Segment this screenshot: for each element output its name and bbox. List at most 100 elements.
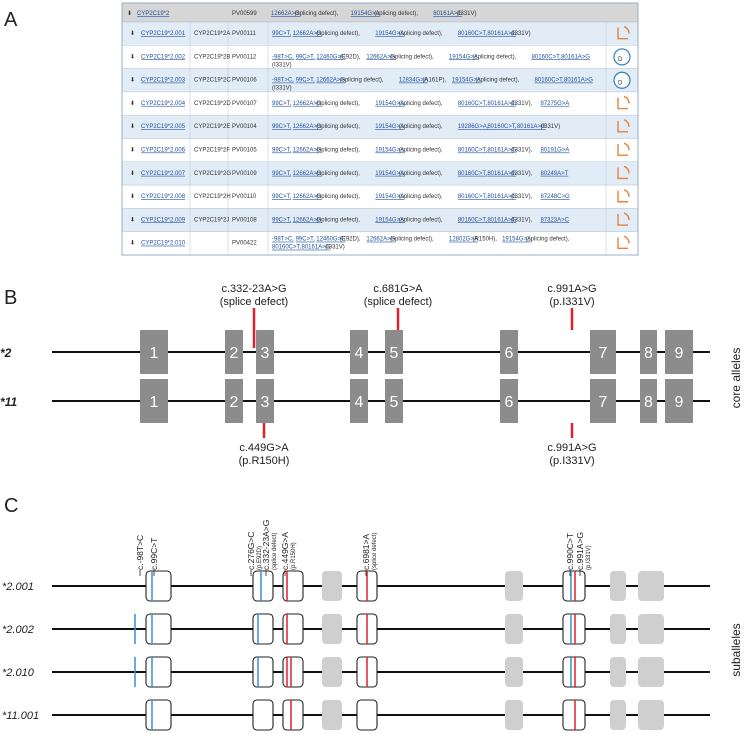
- variant-text[interactable]: 12834G>A: [399, 78, 428, 84]
- allele-link[interactable]: CYP2C19*2.001: [141, 31, 186, 37]
- variant-text: (splicing defect),: [526, 237, 570, 243]
- variant-text[interactable]: 80160C>T,: [535, 78, 565, 84]
- download-icon[interactable]: ⬇: [130, 216, 135, 223]
- variant-text[interactable]: 99C>T,: [296, 237, 316, 243]
- variant-text[interactable]: 19154G>A: [375, 31, 404, 37]
- variant-text[interactable]: 80161A>G: [561, 54, 590, 60]
- variant-text[interactable]: 12662A>G: [293, 31, 322, 37]
- variant-text[interactable]: 99C>T,: [272, 148, 292, 154]
- variant-text[interactable]: 12662A>G: [293, 101, 322, 107]
- allele-link[interactable]: CYP2C19*2.004: [141, 101, 186, 107]
- variant-text[interactable]: 19154G>A: [449, 54, 478, 60]
- variant-text[interactable]: 80160C>T,: [458, 31, 488, 37]
- variant-text[interactable]: 80160C>T,: [458, 194, 488, 200]
- exon-box: [322, 614, 342, 644]
- allele-link[interactable]: CYP2C19*2.005: [141, 124, 186, 130]
- allele-link[interactable]: CYP2C19*2.009: [141, 217, 186, 223]
- variant-text[interactable]: 87248C>G: [540, 194, 570, 200]
- variant-text[interactable]: 19154G>A: [375, 148, 404, 154]
- variant-text[interactable]: 99C>T,: [272, 171, 292, 177]
- variant-text[interactable]: 12662A>G: [293, 217, 322, 223]
- variant-text[interactable]: 80160C>T,: [272, 245, 302, 251]
- variant-text[interactable]: 80160C>T,: [487, 124, 517, 130]
- variant-text[interactable]: 80161A>G: [487, 194, 516, 200]
- variant-text[interactable]: 99C>T,: [272, 31, 292, 37]
- download-icon[interactable]: ⬇: [130, 100, 135, 107]
- download-icon[interactable]: ⬇: [130, 240, 135, 247]
- variant-text[interactable]: 99C>T,: [272, 194, 292, 200]
- header-variant[interactable]: 19154G>A: [351, 11, 380, 17]
- variant-text[interactable]: 19154G>A: [375, 101, 404, 107]
- variant-text[interactable]: 12662A>G: [293, 148, 322, 154]
- variant-text[interactable]: 80191G>A: [540, 148, 569, 154]
- variant-text[interactable]: 12662A>G: [293, 194, 322, 200]
- variant-text[interactable]: 19154G>A: [375, 194, 404, 200]
- variant-text[interactable]: 12460G>C: [316, 237, 346, 243]
- allele-label: *11: [0, 395, 17, 409]
- download-icon[interactable]: ⬇: [130, 147, 135, 154]
- variant-text[interactable]: 19154G>A: [452, 78, 481, 84]
- exon-box: [610, 571, 626, 601]
- variant-text[interactable]: 80161A>G: [517, 124, 546, 130]
- exon-box: [356, 699, 378, 731]
- variant-text: (splicing defect),: [399, 217, 443, 223]
- header-variant[interactable]: 12662A>G: [271, 11, 300, 17]
- allele-link[interactable]: CYP2C19*2.010: [141, 241, 186, 247]
- variant-text[interactable]: 80160C>T,: [458, 217, 488, 223]
- allele-link[interactable]: CYP2C19*2.003: [141, 78, 186, 84]
- variant-text[interactable]: 12802G>A: [449, 237, 478, 243]
- variant-text[interactable]: 87275G>A: [540, 101, 569, 107]
- variant-text[interactable]: 99C>T,: [272, 124, 292, 130]
- allele-link[interactable]: CYP2C19*2.002: [141, 54, 186, 60]
- variant-text[interactable]: -98T>C,: [272, 54, 294, 60]
- variant-text[interactable]: 12662A>G: [366, 54, 395, 60]
- variant-text[interactable]: 12662A>G: [293, 124, 322, 130]
- variant-text[interactable]: 80161A>G: [487, 101, 516, 107]
- variant-text[interactable]: 80160C>T,: [458, 148, 488, 154]
- variant-text[interactable]: 12662A>G: [316, 78, 345, 84]
- allele-link[interactable]: CYP2C19*2.008: [141, 194, 186, 200]
- download-icon[interactable]: ⬇: [130, 123, 135, 130]
- exon-box: [505, 700, 523, 730]
- variant-text[interactable]: -98T>C,: [272, 237, 294, 243]
- variant-text[interactable]: 99C>T,: [296, 78, 316, 84]
- variant-text[interactable]: 80160C>T,: [458, 171, 488, 177]
- download-icon[interactable]: ⬇: [130, 53, 135, 60]
- variant-text[interactable]: 80161A>G: [564, 78, 593, 84]
- variant-text[interactable]: 19154G>A: [375, 171, 404, 177]
- variant-text[interactable]: 12460G>C: [316, 54, 346, 60]
- allele-link[interactable]: CYP2C19*2.007: [141, 171, 186, 177]
- variant-text[interactable]: 80161A>G: [487, 148, 516, 154]
- variant-text[interactable]: 80160C>T,: [532, 54, 562, 60]
- download-icon[interactable]: ⬇: [130, 30, 135, 37]
- variant-text[interactable]: 99C>T,: [272, 101, 292, 107]
- variant-text[interactable]: 12662A>G: [366, 237, 395, 243]
- download-icon[interactable]: ⬇: [130, 77, 135, 84]
- variant-text[interactable]: 80161A>G: [487, 217, 516, 223]
- variant-text[interactable]: 99C>T,: [296, 54, 316, 60]
- variant-text[interactable]: 19154G>A: [375, 217, 404, 223]
- download-icon[interactable]: ⬇: [130, 170, 135, 177]
- allele-link[interactable]: CYP2C19*2.006: [141, 148, 186, 154]
- variant-text[interactable]: 87323A>C: [540, 217, 569, 223]
- header-allele-link[interactable]: CYP2C19*2: [137, 11, 170, 17]
- variant-text[interactable]: 80161A>G: [487, 31, 516, 37]
- download-icon[interactable]: ⬇: [127, 10, 132, 17]
- variant-text[interactable]: 19154G>A: [375, 124, 404, 130]
- variant-text[interactable]: 12662A>G: [293, 171, 322, 177]
- variant-label: c.991A>G: [575, 532, 585, 570]
- variant-text[interactable]: 19286G>A,: [458, 124, 489, 130]
- variant-effect: (splice defect): [272, 533, 278, 570]
- variant-text[interactable]: 80249A>T: [540, 171, 568, 177]
- exon-box: [252, 570, 274, 602]
- variant-text[interactable]: 19154G>A: [502, 237, 531, 243]
- header-variant[interactable]: 80161A>G: [433, 11, 462, 17]
- variant-text[interactable]: 80160C>T,: [458, 101, 488, 107]
- variant-text[interactable]: 80161A>G: [487, 171, 516, 177]
- variant-text[interactable]: -98T>C,: [272, 78, 294, 84]
- variant-text[interactable]: 80161A>G: [302, 245, 331, 251]
- variant-text[interactable]: 99C>T,: [272, 217, 292, 223]
- download-icon[interactable]: ⬇: [130, 193, 135, 200]
